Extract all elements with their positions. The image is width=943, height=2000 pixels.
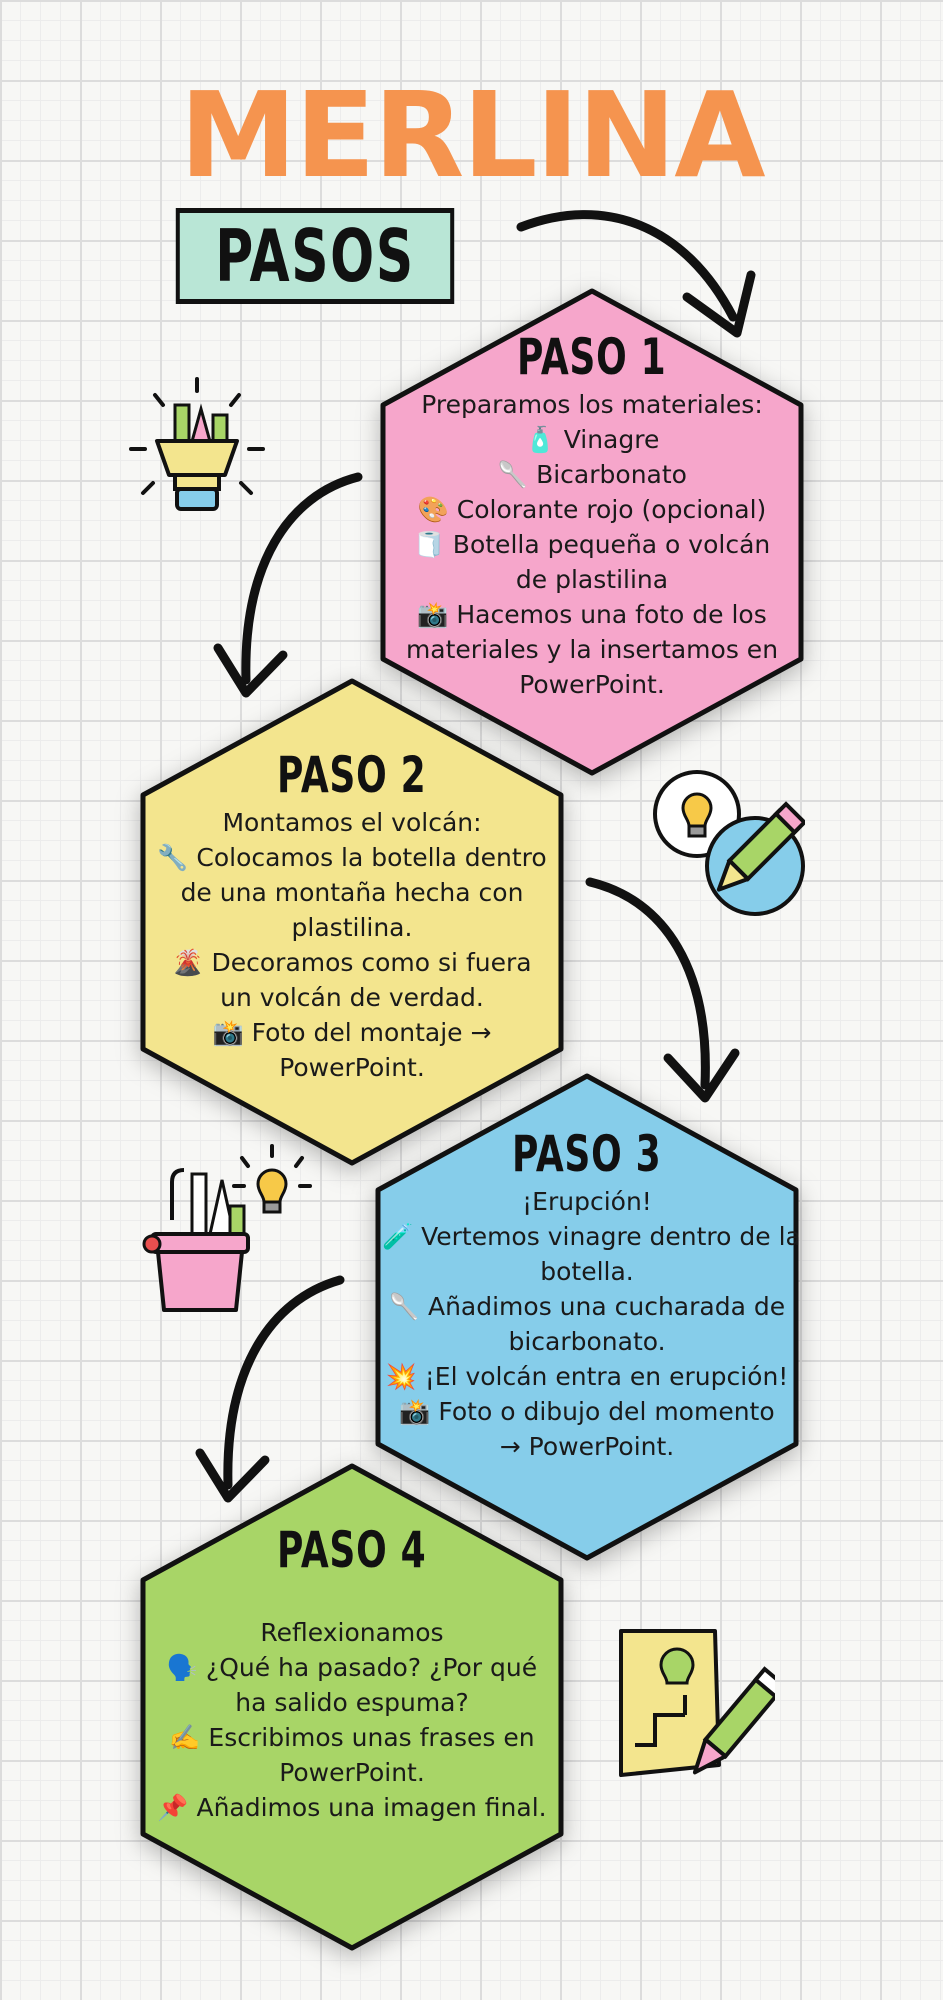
step-line: 🌋 Decoramos como si fuera — [172, 948, 532, 977]
step-line — [147, 1580, 557, 1615]
step-line: Montamos el volcán: — [222, 808, 482, 837]
step-line: 🎨 Colorante rojo (opcional) — [417, 495, 767, 524]
step-line: 🧴 Vinagre — [524, 425, 660, 454]
step-line: → PowerPoint. — [499, 1432, 675, 1461]
subtitle-label: PASOS — [215, 214, 415, 298]
curved-arrow-icon — [195, 1275, 345, 1503]
step-1-hexagon: PASO 1 Preparamos los materiales: 🧴 Vina… — [377, 287, 807, 777]
step-heading: PASO 4 — [277, 1521, 427, 1579]
step-heading: PASO 2 — [277, 746, 427, 804]
step-heading: PASO 1 — [517, 328, 667, 386]
step-text: Reflexionamos 🗣️ ¿Qué ha pasado? ¿Por qu… — [147, 1580, 557, 1825]
step-text: Montamos el volcán: 🔧 Colocamos la botel… — [147, 805, 557, 1085]
lightbulb-idea-icon — [129, 377, 265, 511]
curved-arrow-icon — [585, 877, 740, 1103]
step-line: ha salido espuma? — [235, 1688, 469, 1717]
step-line: plastilina. — [291, 913, 413, 942]
step-line: de plastilina — [515, 565, 669, 594]
step-line: PowerPoint. — [279, 1053, 425, 1082]
step-line: un volcán de verdad. — [220, 983, 484, 1012]
step-line: de una montaña hecha con — [180, 878, 524, 907]
step-line: 📌 Añadimos una imagen final. — [157, 1793, 547, 1822]
step-4-hexagon: PASO 4 Reflexionamos 🗣️ ¿Qué ha pasado? … — [137, 1462, 567, 1952]
step-line: 🗣️ ¿Qué ha pasado? ¿Por qué — [166, 1653, 538, 1682]
step-line: 📸 Foto o dibujo del momento — [399, 1397, 775, 1426]
step-line: Reflexionamos — [260, 1618, 444, 1647]
hexagon-shape — [140, 1463, 564, 1951]
step-line: materiales y la insertamos en — [405, 635, 779, 664]
step-2-hexagon: PASO 2 Montamos el volcán: 🔧 Colocamos l… — [137, 677, 567, 1167]
step-line: 📸 Foto del montaje → — [212, 1018, 492, 1047]
document-pencil-icon — [619, 1629, 775, 1777]
curved-arrow-icon — [516, 210, 756, 338]
hexagon-shape — [140, 678, 564, 1166]
step-line: 🔧 Colocamos la botella dentro — [157, 843, 547, 872]
step-text: Preparamos los materiales: 🧴 Vinagre 🥄 B… — [387, 387, 797, 702]
step-line: 🧪 Vertemos vinagre dentro de la — [382, 1222, 801, 1251]
step-line: 🥄 Bicarbonato — [497, 460, 687, 489]
subtitle-box: PASOS — [175, 208, 455, 304]
hexagon-shape — [380, 288, 804, 776]
step-heading: PASO 3 — [512, 1125, 662, 1183]
curved-arrow-icon — [213, 472, 363, 698]
step-text: ¡Erupción! 🧪 Vertemos vinagre dentro de … — [382, 1184, 801, 1464]
step-line: botella. — [540, 1257, 634, 1286]
step-line: 🥄 Añadimos una cucharada de — [388, 1292, 786, 1321]
step-line: 🧻 Botella pequeña o volcán — [413, 530, 771, 559]
step-line: ¡Erupción! — [522, 1187, 652, 1216]
pencil-cup-lightbulb-icon — [142, 1144, 312, 1312]
step-3-hexagon: PASO 3 ¡Erupción! 🧪 Vertemos vinagre den… — [372, 1072, 802, 1562]
step-line: PowerPoint. — [519, 670, 665, 699]
page-title: MERLINA — [179, 66, 765, 204]
step-line: Preparamos los materiales: — [421, 390, 763, 419]
step-line: ✍️ Escribimos unas frases en — [169, 1723, 535, 1752]
lightbulb-pencil-icon — [653, 770, 805, 916]
hexagon-shape — [375, 1073, 799, 1561]
step-line: 💥 ¡El volcán entra en erupción! — [385, 1362, 789, 1391]
step-line: bicarbonato. — [508, 1327, 666, 1356]
step-line: 📸 Hacemos una foto de los — [417, 600, 767, 629]
step-line: PowerPoint. — [279, 1758, 425, 1787]
